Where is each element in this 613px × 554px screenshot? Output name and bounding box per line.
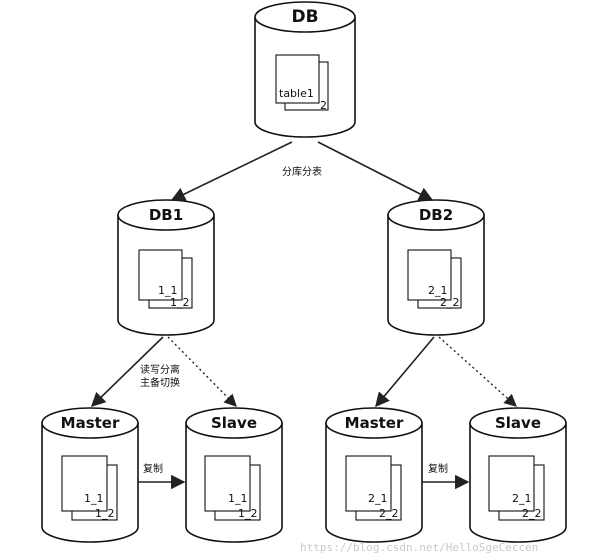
table-label-back: 2	[320, 99, 327, 112]
master1-title: Master	[61, 414, 120, 432]
db1-cylinder: DB1 1_1 1_2	[117, 199, 215, 336]
table-doc-stack: 2_1 2_2	[407, 249, 462, 309]
edge-label-replicate2: 复制	[428, 462, 448, 475]
table-doc-stack: 1_1 1_2	[138, 249, 193, 309]
table-label-back: 1_2	[170, 296, 190, 309]
table-doc-stack: 2_1 2_2	[345, 455, 402, 521]
table-label-back: 1_2	[238, 507, 258, 520]
slave1-cylinder: Slave 1_1 1_2	[185, 407, 283, 543]
table-doc-stack: 1_1 1_2	[204, 455, 261, 521]
table-label-back: 2_2	[522, 507, 542, 520]
table-label-back: 1_2	[95, 507, 115, 520]
table-label-front: 2_1	[368, 492, 388, 505]
master2-title: Master	[345, 414, 404, 432]
edge-db-to-db1	[170, 141, 293, 201]
edge-db1-to-slave1	[167, 336, 237, 407]
master2-cylinder: Master 2_1 2_2	[325, 407, 423, 543]
table-label-front: table1	[279, 87, 314, 100]
db-title: DB	[291, 7, 318, 27]
db-cylinder: DB table1 2	[254, 1, 356, 138]
db2-cylinder: DB2 2_1 2_2	[387, 199, 485, 336]
table-label-front: 1_1	[84, 492, 104, 505]
table-label-front: 2_1	[428, 284, 448, 297]
edge-label-split: 分库分表	[282, 165, 322, 178]
slave2-cylinder: Slave 2_1 2_2	[469, 407, 567, 543]
db2-title: DB2	[419, 206, 453, 224]
watermark-text: https://blog.csdn.net/HelloSgeCeccen	[300, 541, 538, 554]
edge-label-replicate1: 复制	[143, 462, 163, 475]
edge-db-to-db2	[317, 141, 434, 201]
table-label-back: 2_2	[379, 507, 399, 520]
edge-label-rw-split: 读写分离	[140, 363, 180, 376]
edge-db1-to-master1	[90, 336, 164, 408]
master1-cylinder: Master 1_1 1_2	[41, 407, 139, 543]
edge-db2-to-master2	[375, 336, 435, 408]
edge-db2-to-slave2	[438, 336, 517, 407]
db1-title: DB1	[149, 206, 183, 224]
slave2-title: Slave	[495, 414, 541, 432]
table-doc-stack: 2_1 2_2	[488, 455, 545, 521]
table-label-back: 2_2	[440, 296, 460, 309]
table-doc-stack: 1_1 1_2	[61, 455, 118, 521]
edge-label-failover: 主备切换	[140, 376, 180, 389]
table-label-front: 2_1	[512, 492, 532, 505]
table-label-front: 1_1	[158, 284, 178, 297]
table-doc-stack: table1 2	[275, 54, 329, 112]
table-label-front: 1_1	[228, 492, 248, 505]
slave1-title: Slave	[211, 414, 257, 432]
